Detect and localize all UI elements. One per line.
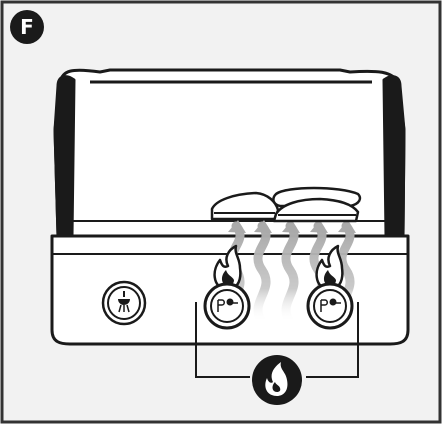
knob-bracket xyxy=(195,302,359,378)
lid-right-handle xyxy=(382,75,406,238)
steak-icon xyxy=(210,186,362,223)
control-knob-icon xyxy=(306,282,354,330)
control-knob-icon xyxy=(203,282,251,330)
step-label: F xyxy=(20,15,34,39)
letter-badge-icon: F xyxy=(10,10,44,44)
logo-knob-icon xyxy=(101,280,147,326)
lid-left-handle xyxy=(53,75,76,238)
burner-flame-icon xyxy=(315,244,344,292)
heat-arrow-heads xyxy=(228,220,356,233)
fire-icon xyxy=(252,355,302,405)
burner-flame-icon xyxy=(213,244,242,292)
